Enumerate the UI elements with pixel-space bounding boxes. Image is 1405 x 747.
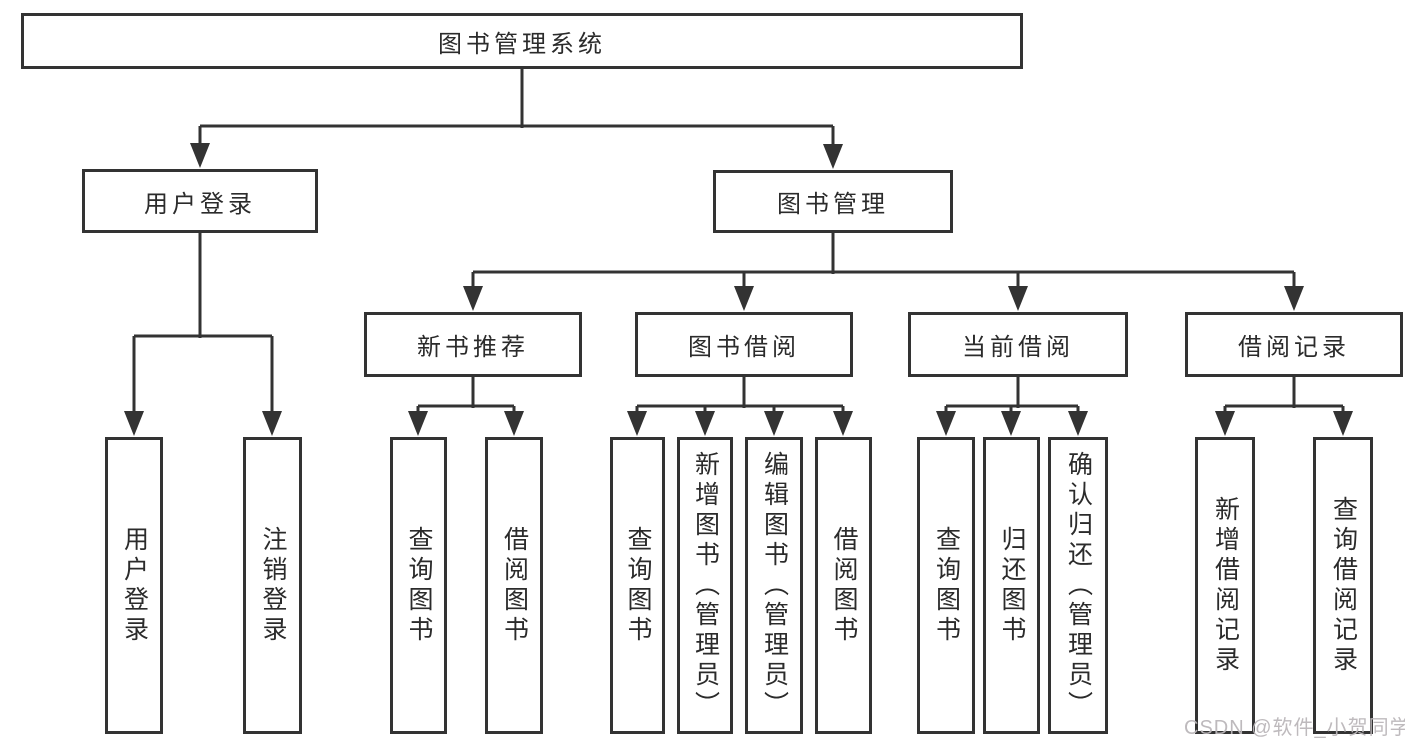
arrowhead-icon <box>695 411 715 436</box>
leaf-borrow-books-new: 借阅图书 <box>485 437 543 734</box>
node-current-borrowing: 当前借阅 <box>908 312 1128 377</box>
arrowhead-icon <box>734 286 754 311</box>
node-book-management: 图书管理 <box>713 170 953 233</box>
arrowhead-icon <box>1001 411 1021 436</box>
node-label: 用户登录 <box>144 190 256 218</box>
node-label: 图书管理 <box>777 191 889 218</box>
leaf-query-borrow-record: 查询借阅记录 <box>1313 437 1373 734</box>
arrowhead-icon <box>1284 286 1304 311</box>
node-label: 新书推荐 <box>417 334 529 361</box>
node-label: 图书借阅 <box>688 334 800 361</box>
leaf-add-books-admin: 新增图书（管理员） <box>677 437 733 734</box>
node-label: 编辑图书（管理员） <box>760 450 789 721</box>
leaf-query-books-borrow: 查询图书 <box>610 437 665 734</box>
node-label: 查询图书 <box>932 525 961 646</box>
arrowhead-icon <box>262 411 282 436</box>
arrowhead-icon <box>823 144 843 169</box>
connector-new-book-children <box>408 375 524 436</box>
arrowhead-icon <box>504 411 524 436</box>
node-new-book-recommend: 新书推荐 <box>364 312 582 377</box>
connector-borrowing-records-children <box>1215 375 1353 436</box>
arrowhead-icon <box>190 143 210 168</box>
connector-current-borrowing-children <box>936 375 1088 436</box>
leaf-confirm-return-admin: 确认归还（管理员） <box>1048 437 1108 734</box>
connector-book-management-children <box>463 231 1304 311</box>
node-label: 注销登录 <box>259 525 287 646</box>
csdn-watermark: CSDN @软件_小贺同学 <box>1184 717 1405 739</box>
arrowhead-icon <box>408 411 428 436</box>
node-user-login: 用户登录 <box>82 169 318 233</box>
arrowhead-icon <box>936 411 956 436</box>
leaf-return-books: 归还图书 <box>983 437 1040 734</box>
leaf-query-books-new: 查询图书 <box>390 437 447 734</box>
connector-root-to-level2 <box>190 67 843 169</box>
arrowhead-icon <box>627 411 647 436</box>
node-root: 图书管理系统 <box>21 13 1023 69</box>
node-label: 查询图书 <box>405 525 433 646</box>
arrowhead-icon <box>463 286 483 311</box>
node-label: 图书管理系统 <box>438 30 606 58</box>
node-label: 新增借阅记录 <box>1211 495 1240 676</box>
node-label: 新增图书（管理员） <box>691 450 720 721</box>
leaf-user-login: 用户登录 <box>105 437 163 734</box>
node-label: 借阅图书 <box>830 525 858 646</box>
node-borrowing-records: 借阅记录 <box>1185 312 1403 377</box>
node-label: 归还图书 <box>998 525 1026 646</box>
node-label: 当前借阅 <box>962 334 1074 361</box>
connector-user-login-children <box>124 231 282 436</box>
arrowhead-icon <box>1068 411 1088 436</box>
node-label: 借阅记录 <box>1238 334 1350 361</box>
arrowhead-icon <box>1333 411 1353 436</box>
node-label: 确认归还（管理员） <box>1064 450 1093 721</box>
node-label: 借阅图书 <box>500 525 529 646</box>
arrowhead-icon <box>124 411 144 436</box>
arrowhead-icon <box>764 411 784 436</box>
arrowhead-icon <box>1008 286 1028 311</box>
node-label: 查询图书 <box>624 525 652 646</box>
node-label: 用户登录 <box>120 525 149 646</box>
arrowhead-icon <box>833 411 853 436</box>
leaf-add-borrow-record: 新增借阅记录 <box>1195 437 1255 734</box>
arrowhead-icon <box>1215 411 1235 436</box>
leaf-borrow-books: 借阅图书 <box>815 437 872 734</box>
leaf-edit-books-admin: 编辑图书（管理员） <box>745 437 803 734</box>
leaf-logout: 注销登录 <box>243 437 302 734</box>
connector-book-borrowing-children <box>627 375 853 436</box>
node-book-borrowing: 图书借阅 <box>635 312 853 377</box>
leaf-query-books-current: 查询图书 <box>917 437 975 734</box>
node-label: 查询借阅记录 <box>1329 495 1358 676</box>
